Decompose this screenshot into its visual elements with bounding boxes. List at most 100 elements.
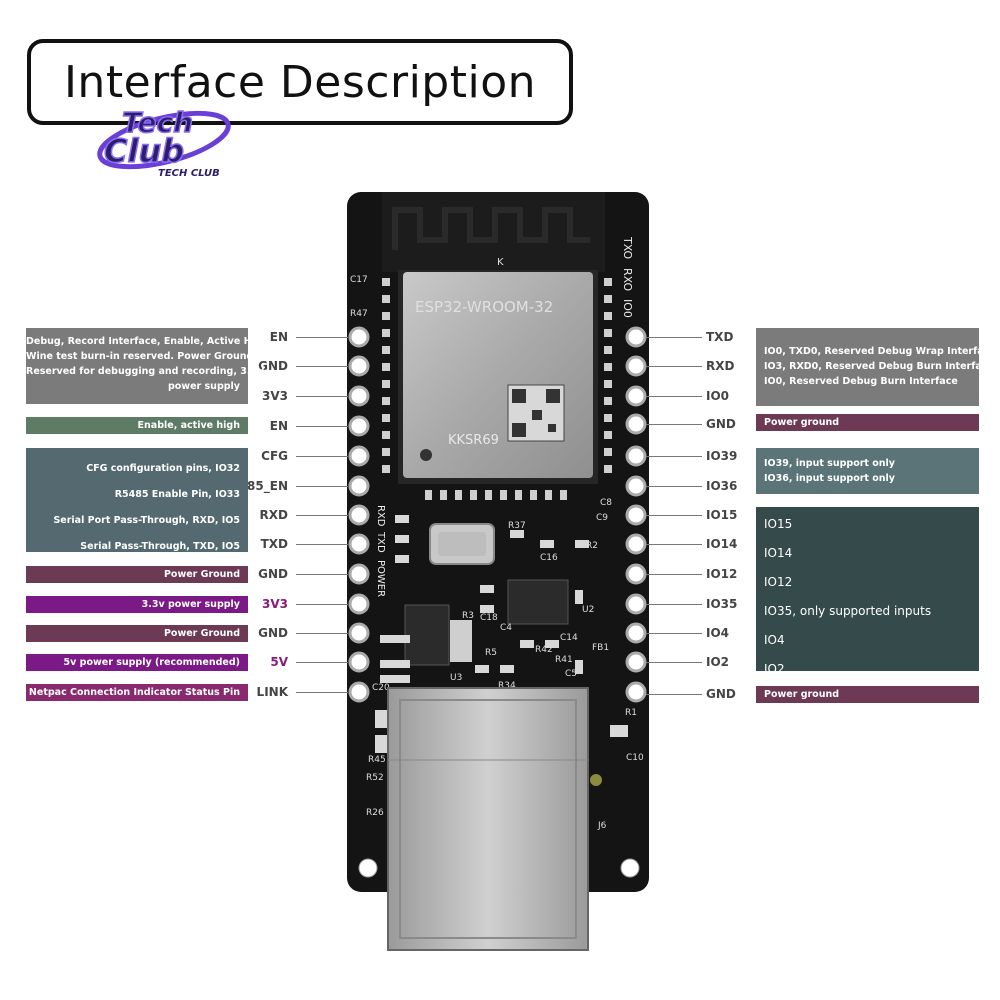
left-desc-line: 3.3v power supply [141,599,240,610]
right-desc-input-only: IO39, input support only IO36, input sup… [756,448,979,494]
left-desc-line: Netpac Connection Indicator Status Pin [28,687,240,698]
silk-c8: C8 [600,498,612,508]
silk-c9: C9 [596,513,608,523]
left-desc-line: Enable, active high [137,420,240,431]
silk-r42: R42 [535,645,553,655]
right-pin-gnd: GND [706,417,736,431]
left-desc-line: Power Ground [163,569,240,580]
silk-c16: C16 [540,553,558,563]
leader-right-3 [646,396,702,397]
silk-r47: R47 [350,309,368,319]
right-pin-io15: IO15 [706,508,738,522]
silk-r2: R2 [586,541,598,551]
right-desc-line: IO3, RXD0, Reserved Debug Burn Interface [764,361,994,372]
regulator-tab [450,620,472,662]
right-pin-io0: IO0 [706,389,730,403]
leader-left-12 [296,662,348,663]
silk-u3: U3 [450,673,462,683]
left-desc-power-ground-2: Power Ground [26,625,248,642]
silk-r1: R1 [625,708,637,718]
silk-j6: J6 [597,821,607,831]
leader-left-9 [296,574,348,575]
mount-hole-br [620,858,640,878]
left-header-pins [348,326,370,703]
silk-r45: R45 [368,755,386,765]
left-desc-enable: Enable, active high [26,417,248,434]
silk-u2: U2 [582,605,594,615]
right-desc-line: IO12 [764,575,793,589]
silkscreen-labels: C17 R47 R37 R2 C16 C8 C9 C18 C4 C14 U2 R… [350,275,644,831]
silk-fb1: FB1 [592,643,609,653]
silk-c5: C5 [565,669,577,679]
leader-left-4 [296,426,348,427]
leader-right-4 [646,424,702,425]
leader-right-8 [646,544,702,545]
left-desc-line: Reserved for debugging and recording, 3.… [26,366,265,377]
right-pin-io12: IO12 [706,567,738,581]
module-right-pads [604,278,612,473]
tech-club-logo: Tech Club TECH CLUB [97,105,231,179]
silk-r3: R3 [462,611,474,621]
label-power-vertical: POWER [375,560,386,597]
right-desc-line: IO35, only supported inputs [764,604,932,618]
module-dot [420,449,432,461]
left-desc-line: R5485 Enable Pin, IO33 [114,489,240,500]
left-pin-gnd-2: GND [258,567,288,581]
page-title: Interface Description [63,56,537,108]
right-desc-line: IO0, Reserved Debug Burn Interface [764,376,958,387]
left-pin-txd: TXD [260,537,288,551]
left-desc-5v-supply: 5v power supply (recommended) [26,654,248,671]
leader-right-11 [646,633,702,634]
left-desc-line: Debug, Record Interface, Enable, Active … [26,336,269,347]
label-io0: IO0 [621,299,634,318]
leader-right-2 [646,366,702,367]
left-desc-3v3-supply: 3.3v power supply [26,596,248,613]
logo-line-2: Club [104,132,184,170]
silk-r52: R52 [366,773,384,783]
right-pin-txd: TXD [706,330,734,344]
left-pin-5v: 5V [270,655,288,669]
left-desc-config: CFG configuration pins, IO32 R5485 Enabl… [26,448,248,552]
label-rxd-vertical: RXD [375,505,386,527]
silk-r5: R5 [485,648,497,658]
silk-c18: C18 [480,613,498,623]
label-txd-vertical: TXD [375,531,386,553]
right-desc-power-ground-2: Power ground [756,686,979,703]
right-desc-line: Power ground [764,417,840,428]
right-pin-rxd: RXD [706,359,735,373]
label-rxo: RXO [621,268,634,291]
left-pin-en: EN [269,330,288,344]
leader-left-5 [296,456,348,457]
module-bottom-pads [425,490,567,500]
left-desc-line: Serial Pass-Through, TXD, IO5 [80,541,240,552]
right-pin-io36: IO36 [706,479,738,493]
ethernet-phy-chip [507,579,569,625]
silk-r34: R34 [498,681,516,691]
right-header-pins [625,326,647,703]
right-desc-line: IO2 [764,662,785,676]
leader-right-7 [646,515,702,516]
leader-right-5 [646,456,702,457]
mount-hole-bl [358,858,378,878]
right-desc-line: IO14 [764,546,793,560]
logo-line-1: Tech [122,106,193,139]
right-desc-power-ground-1: Power ground [756,414,979,431]
right-pin-gnd-2: GND [706,687,736,701]
left-pin-cfg: CFG [261,449,288,463]
silk-r41: R41 [555,655,573,665]
left-desc-power-ground-1: Power Ground [26,566,248,583]
left-pin-en-2: EN [269,419,288,433]
right-desc-line: IO0, TXD0, Reserved Debug Wrap Interface [764,346,996,357]
right-desc-line: Power ground [764,689,840,700]
led [590,774,602,786]
voltage-regulator [404,604,450,666]
k-mark: K [497,257,504,268]
right-pin-io39: IO39 [706,449,738,463]
right-desc-line: IO15 [764,517,793,531]
right-pin-io35: IO35 [706,597,738,611]
left-pin-link: LINK [256,685,288,699]
label-txo: TXO [621,236,634,260]
leader-left-2 [296,366,348,367]
left-pin-3v3-2: 3V3 [262,597,288,611]
